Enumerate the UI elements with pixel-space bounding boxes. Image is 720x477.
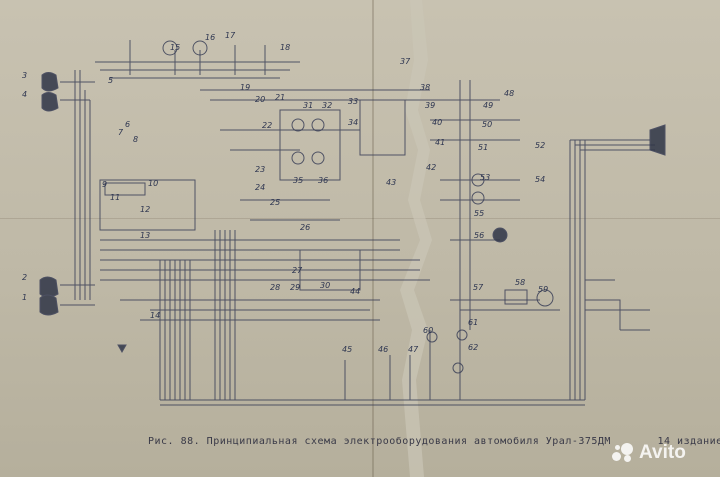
component-label-22: 22 [262,121,272,130]
lamp-icon-61 [456,329,468,341]
headlight-bottom2-icon [39,294,59,316]
component-label-51: 51 [478,143,488,152]
component-label-28: 28 [270,283,280,292]
avito-watermark: Avito [612,440,716,466]
component-label-32: 32 [322,101,332,110]
headlight-top-icon [41,72,59,92]
lamp-icon-54 [471,191,485,205]
component-label-43: 43 [386,178,396,187]
component-label-36: 36 [318,176,328,185]
lamp-icon-56 [492,227,508,243]
component-label-12: 12 [140,205,150,214]
component-label-1: 1 [22,293,27,302]
component-label-31: 31 [303,101,313,110]
component-label-45: 45 [342,345,352,354]
gauge-icon-16 [192,40,208,56]
component-label-19: 19 [240,83,250,92]
component-label-16: 16 [205,33,215,42]
lamp-icon-58 [536,289,554,307]
paper-fold-horizontal [0,218,720,219]
component-label-9: 9 [102,180,107,189]
component-label-46: 46 [378,345,388,354]
component-label-6: 6 [125,120,130,129]
component-label-4: 4 [22,90,27,99]
gauge-icon-15 [162,40,178,56]
gauge-icon-36 [311,151,325,165]
component-label-50: 50 [482,120,492,129]
paper-fold-vertical [372,0,374,477]
component-label-27: 27 [292,266,303,275]
component-label-23: 23 [255,165,265,174]
component-label-18: 18 [280,43,290,52]
component-label-38: 38 [420,83,430,92]
component-label-49: 49 [483,101,493,110]
component-label-8: 8 [133,135,138,144]
component-label-14: 14 [150,311,160,320]
component-label-47: 47 [408,345,419,354]
component-label-53: 53 [480,173,490,182]
component-label-59: 59 [538,285,548,294]
component-label-52: 52 [535,141,545,150]
component-label-61: 61 [468,318,478,327]
ground-icon [117,344,127,354]
gauge-icon-35 [291,151,305,165]
horn-icon [649,124,666,156]
component-label-13: 13 [140,231,150,240]
fuse-block-icon [104,182,146,196]
component-label-34: 34 [348,118,358,127]
component-label-37: 37 [400,57,411,66]
component-label-33: 33 [348,97,358,106]
component-label-26: 26 [300,223,310,232]
caption-edition: 14 издание [657,436,720,447]
component-label-54: 54 [535,175,545,184]
avito-word: Avito [639,442,686,463]
lamp-icon-53 [471,173,485,187]
paper-tear [400,0,432,477]
component-label-57: 57 [473,283,484,292]
component-label-20: 20 [255,95,265,104]
gauge-icon-32 [311,118,325,132]
component-label-21: 21 [275,93,285,102]
component-label-60: 60 [423,326,433,335]
wire-harness [60,40,655,406]
component-label-17: 17 [225,31,236,40]
figure-caption: Рис. 88. Принципиальная схема электрообо… [148,436,720,447]
component-label-58: 58 [515,278,525,287]
component-label-5: 5 [108,76,113,85]
component-label-41: 41 [435,138,445,147]
component-label-3: 3 [22,71,27,80]
component-label-35: 35 [293,176,303,185]
component-label-10: 10 [148,179,158,188]
headlight-bottom-icon [39,276,59,298]
lamp-icon-60 [426,331,438,343]
component-label-48: 48 [504,89,514,98]
component-label-11: 11 [110,193,120,202]
component-label-42: 42 [426,163,436,172]
component-label-25: 25 [270,198,280,207]
relay-icon-57 [504,289,528,305]
component-label-15: 15 [170,43,180,52]
component-label-30: 30 [320,281,330,290]
avito-logo-icon [612,442,634,464]
components [39,40,666,374]
component-label-44: 44 [350,287,360,296]
component-label-2: 2 [22,273,27,282]
caption-title: Рис. 88. Принципиальная схема электрообо… [148,436,611,447]
headlight-top2-icon [41,92,59,112]
gauge-icon-31 [291,118,305,132]
component-label-62: 62 [468,343,478,352]
lamp-icon-62 [452,362,464,374]
component-label-56: 56 [474,231,484,240]
component-label-24: 24 [255,183,265,192]
component-label-39: 39 [425,101,435,110]
component-label-7: 7 [118,128,124,137]
component-label-29: 29 [290,283,300,292]
component-label-55: 55 [474,209,484,218]
component-label-40: 40 [432,118,442,127]
